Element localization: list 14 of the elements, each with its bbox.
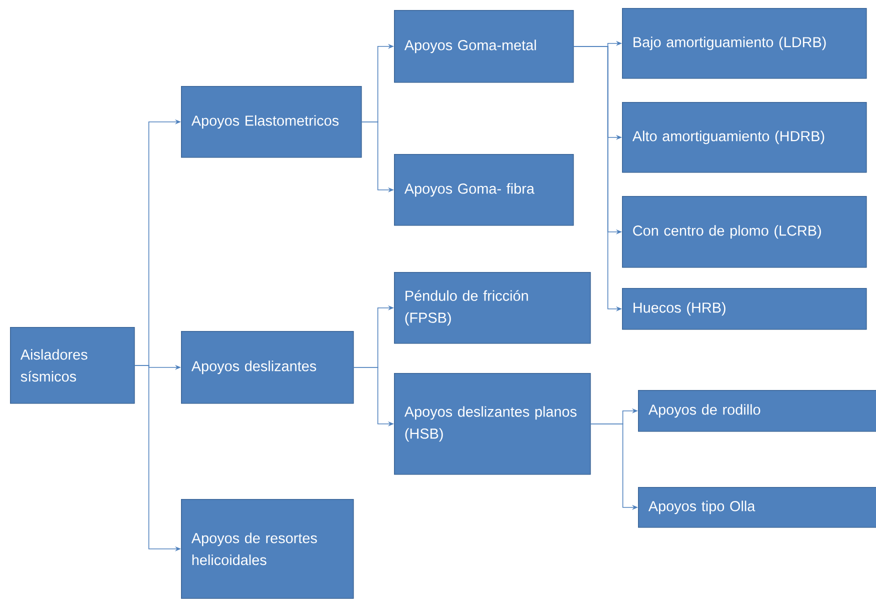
- process-box: Huecos (HRB): [622, 288, 867, 330]
- process-box: Apoyos deslizantes: [181, 331, 354, 404]
- process-box: Apoyos Elastometricos: [181, 86, 362, 158]
- process-box: Péndulo de fricción (FPSB): [394, 272, 591, 344]
- process-box: Bajo amortiguamiento (LDRB): [622, 8, 867, 79]
- process-box: Apoyos de rodillo: [638, 390, 876, 432]
- process-box: Apoyos deslizantes planos (HSB): [394, 373, 591, 475]
- process-box: Apoyos de resortes helicoidales: [181, 499, 354, 599]
- process-box: Apoyos Goma-metal: [394, 10, 574, 83]
- process-box: Aisladores sísmicos: [10, 327, 135, 404]
- process-box: Apoyos tipo Olla: [638, 487, 876, 528]
- process-box: Apoyos Goma- fibra: [394, 154, 574, 226]
- process-box: Alto amortiguamiento (HDRB): [622, 102, 867, 173]
- process-box: Con centro de plomo (LCRB): [622, 196, 867, 268]
